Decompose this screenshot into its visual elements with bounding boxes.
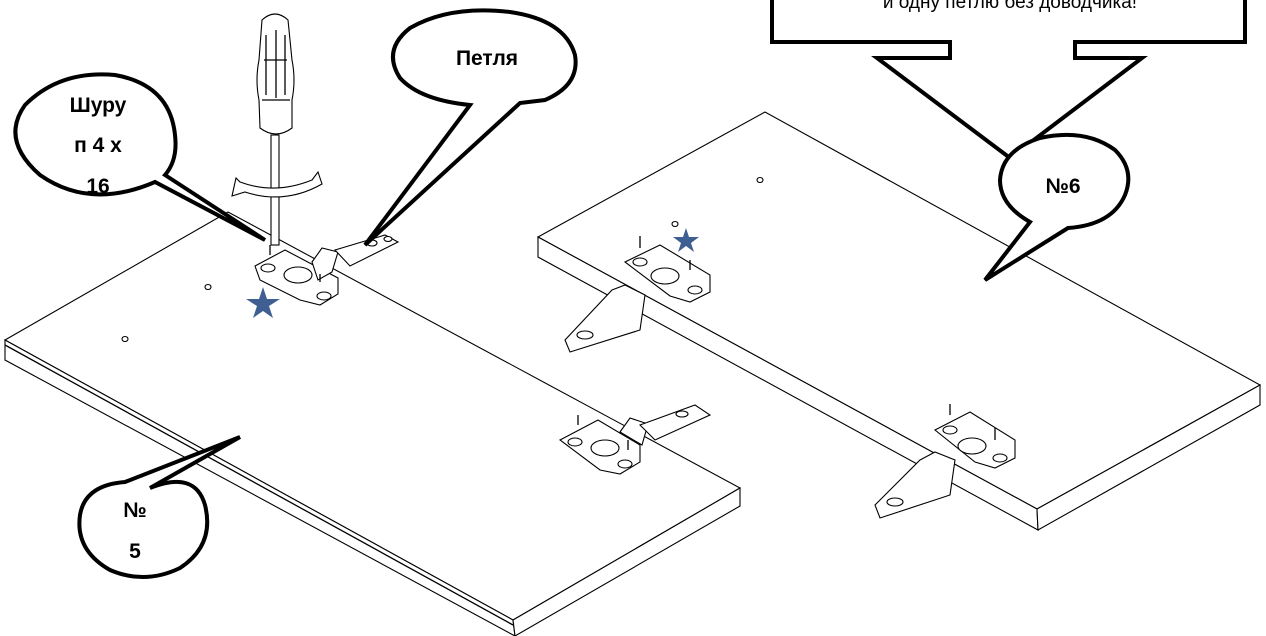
hinge-6-bottom (874, 404, 1016, 519)
callout-panel-5-line-1: № (123, 499, 146, 522)
note-text: и одну петлю без доводчика! (883, 0, 1137, 13)
callout-panel-6-text: №6 (1045, 175, 1080, 198)
panel-5 (3, 211, 742, 636)
star-marker-icon (246, 287, 280, 318)
hinge-6-top (564, 228, 711, 353)
panel-6 (536, 111, 1262, 531)
callout-screw-line-3: 16 (86, 175, 109, 198)
callout-screw-line-1: Шуру (70, 94, 127, 117)
callout-panel-6: №6 (983, 132, 1131, 282)
callout-hinge-text: Петля (456, 47, 518, 70)
screwdriver-icon (256, 13, 295, 246)
callout-screw: Шуру п 4 х 16 (13, 72, 267, 242)
hinge-5-bottom (558, 404, 712, 475)
callout-panel-5-line-2: 5 (129, 540, 141, 563)
callout-screw-line-2: п 4 х (74, 134, 122, 157)
note-callout: и одну петлю без доводчика! (770, 0, 1247, 161)
callout-panel-5: № 5 (77, 435, 241, 580)
callout-hinge: Петля (363, 8, 578, 247)
hinge-5-top (254, 234, 400, 306)
rotation-arrow-icon (231, 170, 323, 198)
